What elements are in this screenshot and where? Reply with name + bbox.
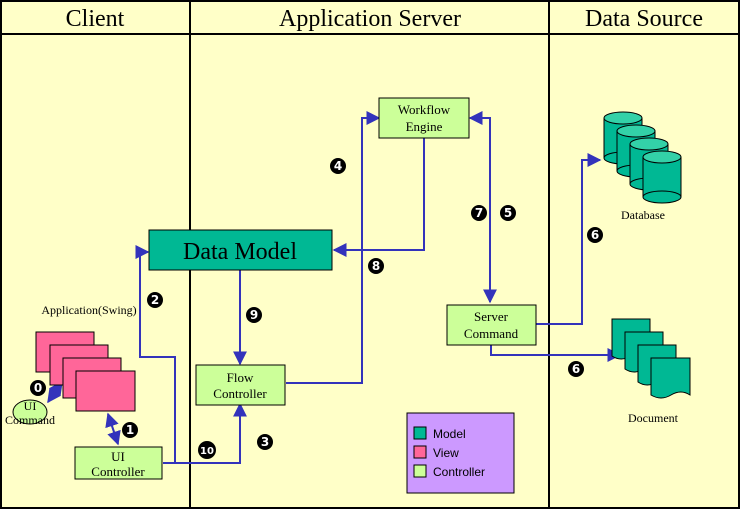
step-9: 9 (246, 307, 262, 323)
ui-controller-line1: UI (111, 449, 125, 464)
svg-text:9: 9 (250, 308, 258, 322)
ui-command-node: UI Command (5, 399, 55, 427)
ui-controller-line2: Controller (91, 464, 145, 479)
svg-text:10: 10 (200, 446, 214, 457)
step-6-document: 6 (568, 361, 584, 377)
lane-title-client: Client (66, 6, 125, 32)
database-label: Database (621, 208, 665, 222)
server-command-line1: Server (474, 309, 509, 324)
svg-text:4: 4 (334, 159, 342, 173)
svg-text:7: 7 (475, 206, 483, 220)
svg-text:1: 1 (126, 423, 134, 437)
svg-text:5: 5 (504, 206, 512, 220)
step-7: 7 (471, 205, 487, 221)
legend-swatch-controller (413, 464, 427, 478)
step-3: 3 (257, 434, 273, 450)
legend-label-view: View (433, 446, 459, 460)
step-0: 0 (30, 380, 46, 396)
workflow-engine-line2: Engine (406, 119, 443, 134)
legend-label-controller: Controller (433, 465, 485, 479)
lane-title-data-source: Data Source (585, 6, 703, 32)
data-model-box: Data Model (148, 229, 333, 271)
flow-controller-line1: Flow (227, 370, 254, 385)
step-1: 1 (122, 422, 138, 438)
arrow-uicontroller-to-model (135, 245, 176, 463)
document-label: Document (628, 411, 679, 425)
database-icon (603, 111, 682, 204)
step-5: 5 (500, 205, 516, 221)
step-markers: 0 1 2 3 4 5 7 6 (30, 158, 603, 459)
step-10: 10 (198, 441, 216, 459)
step-2: 2 (147, 292, 163, 308)
workflow-engine-box: Workflow Engine (378, 97, 470, 139)
arrow-command-to-database (536, 153, 602, 325)
flow-controller-box: Flow Controller (195, 364, 286, 406)
legend-swatch-view (413, 445, 427, 459)
legend-label-model: Model (433, 427, 466, 441)
server-command-line2: Command (464, 326, 519, 341)
data-model-label: Data Model (183, 239, 297, 265)
legend-swatch-model (413, 426, 427, 440)
step-8: 8 (368, 258, 384, 274)
arrow-uicontroller-to-flow (163, 402, 247, 464)
server-command-box: Server Command (446, 304, 537, 346)
application-swing-label: Application(Swing) (41, 303, 136, 317)
flow-controller-line2: Controller (213, 386, 267, 401)
ui-command-line1: UI (24, 399, 37, 413)
legend: Model View Controller (406, 412, 515, 494)
arrow-command-to-document (490, 345, 622, 362)
svg-text:0: 0 (34, 381, 42, 395)
svg-text:3: 3 (261, 435, 269, 449)
connectors (47, 111, 622, 464)
svg-text:6: 6 (591, 228, 599, 242)
svg-text:6: 6 (572, 362, 580, 376)
arrow-view-uicontroller (105, 412, 121, 446)
svg-text:2: 2 (151, 293, 159, 307)
arrow-workflow-server-command (468, 111, 497, 304)
ui-controller-box: UI Controller (74, 446, 163, 480)
step-6-database: 6 (587, 227, 603, 243)
document-icon (611, 318, 691, 399)
workflow-engine-line1: Workflow (398, 102, 451, 117)
view-windows-stack (35, 331, 136, 412)
ui-command-line2: Command (5, 413, 55, 427)
svg-text:8: 8 (372, 259, 380, 273)
step-4: 4 (330, 158, 346, 174)
arrow-flow-to-workflow (286, 111, 381, 384)
arrow-workflow-to-model (332, 138, 425, 257)
lane-title-app-server: Application Server (279, 6, 461, 32)
